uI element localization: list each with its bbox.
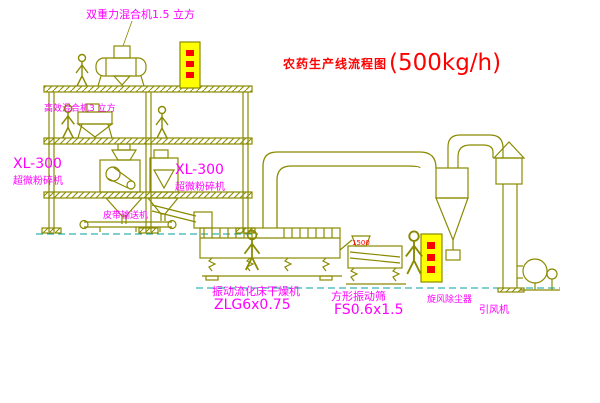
label-dryer-name: 振动流化床干燥机 [212, 285, 300, 298]
control-panel-1 [179, 41, 201, 89]
drawing-title: 农药生产线流程图 (500kg/h) [283, 50, 501, 76]
label-screen-dimension: 1500 [352, 239, 370, 247]
label-center-crusher-name: 超微粉碎机 [175, 182, 225, 193]
exhaust-stack-drawing [492, 141, 526, 293]
fluid-bed-dryer-drawing [199, 227, 353, 281]
belt-conveyor-drawing [79, 219, 177, 232]
crusher-center-drawing [149, 149, 179, 193]
title-text: 农药生产线流程图 [283, 56, 388, 71]
label-cyclone: 旋风除尘器 [427, 295, 473, 305]
crusher-left-drawing [99, 143, 141, 193]
cyclone-separator-drawing [435, 167, 469, 261]
label-high-efficiency-mixer: 高效混合机3 立方 [44, 104, 116, 114]
control-panel-2 [420, 233, 443, 283]
person-figure [404, 230, 424, 275]
duct-lower-drawing [262, 151, 437, 228]
double-gravity-mixer-drawing [95, 20, 147, 87]
label-double-gravity-mixer: 双重力混合机1.5 立方 [86, 8, 195, 21]
title-capacity: (500kg/h) [389, 50, 502, 76]
ground-lines [36, 233, 560, 289]
label-fan: 引风机 [479, 305, 509, 316]
label-dryer-model: ZLG6x0.75 [214, 297, 291, 313]
person-figure [75, 53, 89, 87]
induced-draft-fan-drawing [517, 258, 560, 291]
label-screen-model: FS0.6x1.5 [334, 302, 404, 318]
high-efficiency-mixer-drawing [76, 103, 114, 139]
label-belt-conveyor: 皮带输送机 [103, 211, 149, 221]
label-center-crusher-model: XL-300 [175, 162, 224, 178]
person-figure [155, 105, 169, 139]
label-screen-name: 方形振动筛 [331, 290, 386, 303]
vibrating-screen-drawing [346, 235, 406, 285]
duct-upper-drawing [447, 134, 504, 168]
label-left-crusher-model: XL-300 [13, 156, 62, 172]
label-left-crusher-name: 超微粉碎机 [13, 176, 63, 187]
